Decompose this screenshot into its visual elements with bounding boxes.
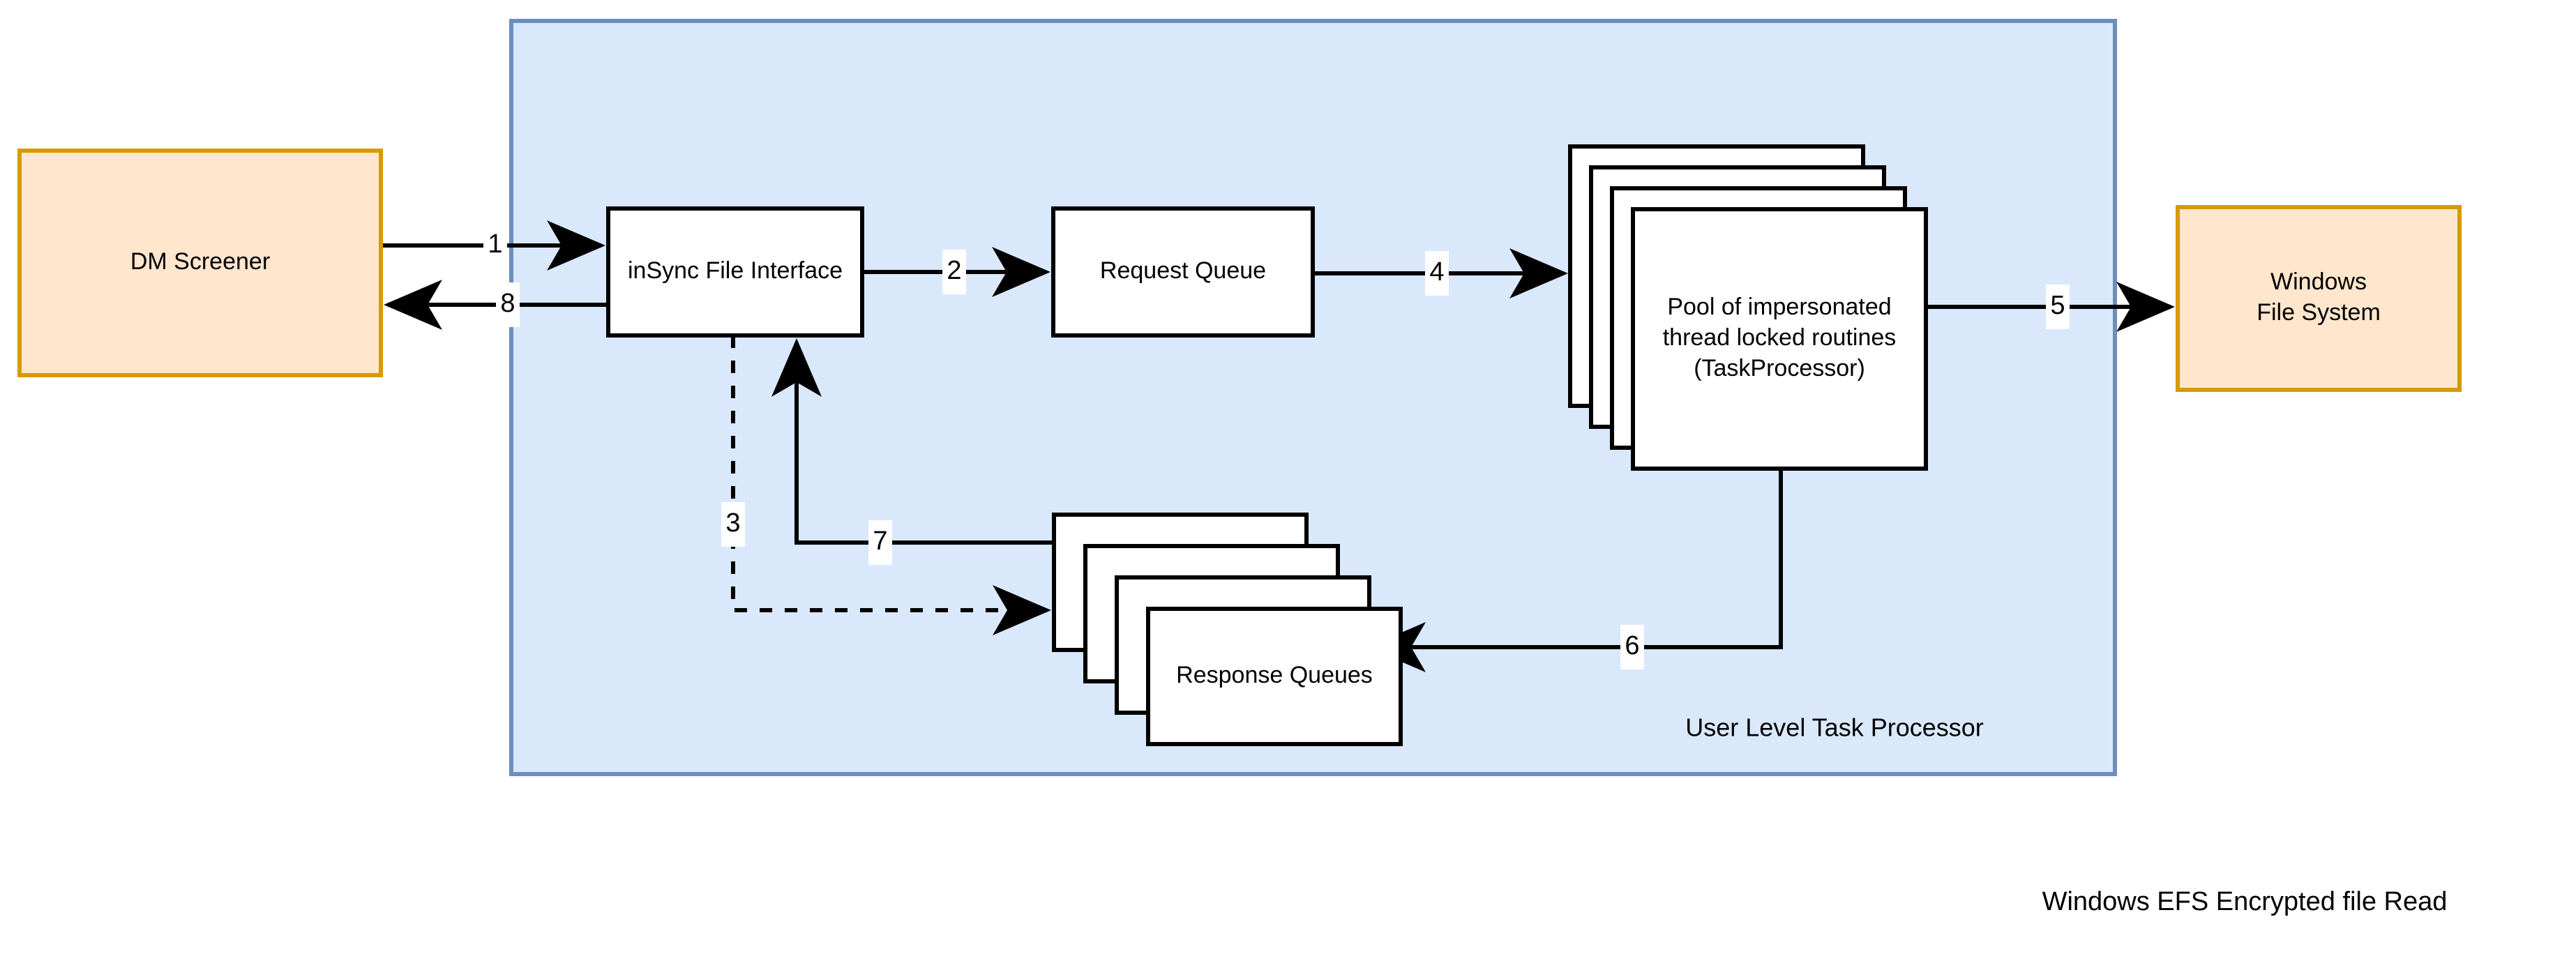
edge-4-number-label: 4 [1429,257,1444,287]
node-windows-file-system-label-line-1: File System [2257,299,2381,326]
node-response-queues-label-line-0: Response Queues [1176,662,1373,688]
node-dm-screener-shape-0 [17,149,383,377]
edge-6-number-label: 6 [1625,631,1639,660]
edge-5-label-backdrop [2046,285,2070,329]
edge-7-label-backdrop [868,520,892,565]
node-request-queue[interactable]: Request Queue [1051,206,1315,338]
node-task-processor-pool-label-line-0: Pool of impersonated [1667,294,1891,320]
edge-5-number-label: 5 [2050,291,2065,320]
edge-2-label-backdrop [942,250,966,294]
node-task-processor-pool-label-line-2: (TaskProcessor) [1694,355,1865,381]
node-response-queues-shape-3 [1146,607,1403,746]
figure-caption-layer: Windows EFS Encrypted file Read [2042,887,2448,916]
node-request-queue-label-line-0: Request Queue [1100,257,1266,284]
node-insync-file-interface[interactable]: inSync File Interface [606,206,864,338]
edge-1-label-backdrop [483,223,507,268]
edge-layer [381,220,2175,672]
node-request-queue-shape-0 [1051,206,1315,338]
container-label-layer: User Level Task Processor [1685,713,1984,742]
edge-1-number-label: 1 [488,229,502,259]
edge-label-layer: 1 8 2 4 5 6 7 3 [483,223,2070,669]
node-response-queues[interactable]: Response Queues [1052,513,1403,746]
node-insync-file-interface-label-line-0: inSync File Interface [628,257,843,284]
edge-8-label-backdrop [496,282,520,327]
edge-6-path [1367,406,1783,672]
node-windows-file-system-label-line-0: Windows [2270,268,2367,295]
node-windows-file-system-shape-0 [2176,205,2462,392]
node-dm-screener-label-line-0: DM Screener [130,248,270,275]
node-dm-screener[interactable]: DM Screener [17,149,383,377]
figure-caption: Windows EFS Encrypted file Read [2042,887,2448,916]
edge-3-path [731,335,1051,635]
edge-3-label-backdrop [721,502,745,547]
node-layer: DM Screener inSync File Interface Request … [17,144,2462,746]
edge-2-number-label: 2 [947,256,961,285]
node-task-processor-pool[interactable]: Pool of impersonated thread locked routin… [1568,144,1928,471]
node-task-processor-pool-label-line-1: thread locked routines [1663,324,1897,351]
edge-7-path [771,338,1054,545]
node-insync-file-interface-shape-0 [606,206,864,338]
edge-7-number-label: 7 [873,527,887,556]
edge-4-label-backdrop [1425,251,1449,296]
edge-6-label-backdrop [1620,625,1644,669]
container-title-label: User Level Task Processor [1685,713,1984,742]
edge-8-number-label: 8 [500,289,515,318]
node-task-processor-pool-shape-3 [1631,207,1928,471]
edge-3-number-label: 3 [725,508,740,538]
